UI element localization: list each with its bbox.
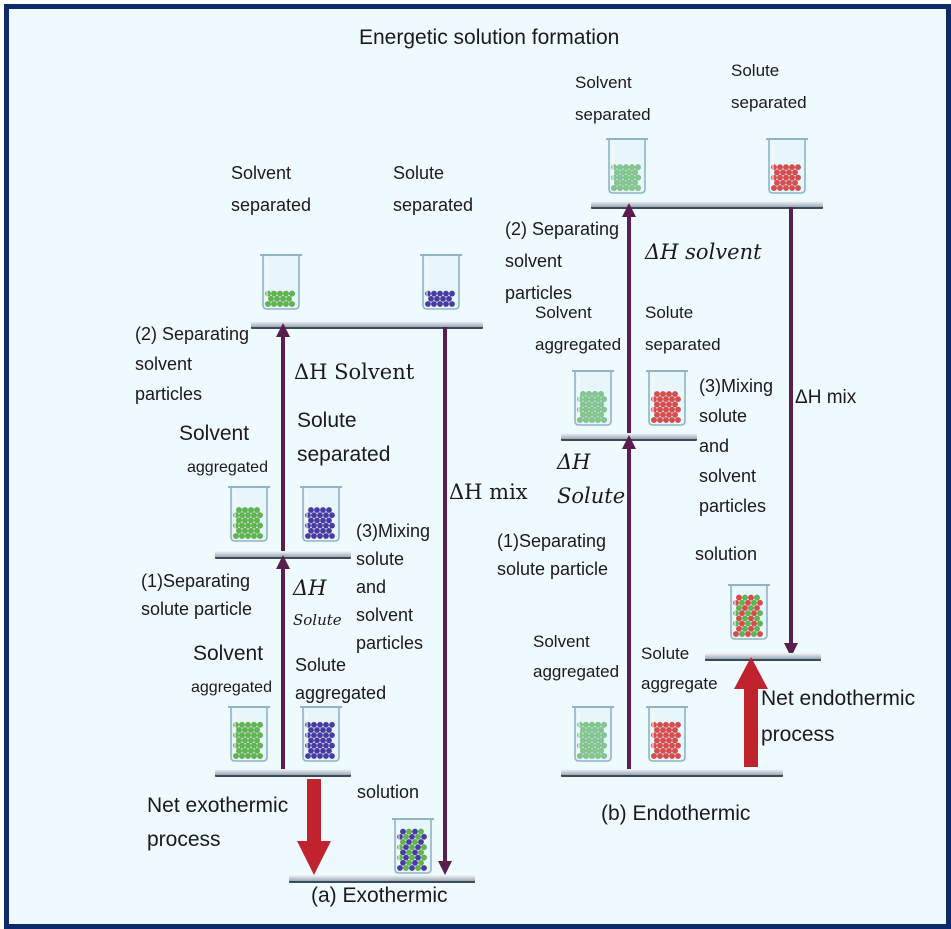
endo-bottom-solute-label: Solute aggregate <box>641 644 718 693</box>
exo-dh-solvent-label: ΔH Solvent <box>294 360 415 384</box>
exo-bottom-solute-beaker-icon <box>300 706 342 762</box>
exo-step2-label: (2) Separating solvent particles <box>135 324 250 404</box>
exo-mid-solvent-sub: aggregated <box>187 459 268 476</box>
endo-mid-solute-label: Solute separated <box>645 303 721 354</box>
endo-bottom-solvent-label: Solvent aggregated <box>533 632 620 681</box>
exo-top-solute-label: Solute separated <box>393 163 474 215</box>
exo-dh-solute-sub: Solute <box>293 611 342 629</box>
endo-mid-solute-beaker-icon <box>646 370 688 426</box>
exo-net-label: Net exothermic process <box>147 794 289 851</box>
endo-step3-label: (3)Mixing solute and solvent particles <box>699 376 774 516</box>
endo-solution-label: solution <box>695 544 758 564</box>
exo-dh-mix-label: ΔH mix <box>449 480 528 504</box>
exo-top-solvent-label: Solvent separated <box>231 163 312 215</box>
exo-dh-solute-arrow <box>276 555 290 771</box>
endo-dh-mix-label: ΔH mix <box>795 387 857 408</box>
endo-dh-solute-main: ΔH <box>557 450 591 474</box>
exo-top-solvent-beaker-icon <box>260 254 302 310</box>
exo-bottom-shelf <box>215 769 351 777</box>
exo-solution-beaker-icon <box>392 818 434 874</box>
endo-mid-solvent-label: Solvent aggregated <box>535 303 622 354</box>
exo-step1-label: (1)Separating solute particle <box>141 571 253 619</box>
endo-net-arrow <box>734 657 768 767</box>
endo-bottom-solvent-beaker-icon <box>572 706 614 762</box>
exo-caption: (a) Exothermic <box>311 884 448 907</box>
exo-net-arrow <box>297 779 331 875</box>
endo-bottom-shelf <box>561 769 783 777</box>
endo-top-solute-label: Solute separated <box>731 61 807 112</box>
endo-top-shelf <box>591 201 823 209</box>
endo-top-solute-beaker-icon <box>766 138 808 194</box>
exo-dh-solute-main: ΔH <box>293 576 327 600</box>
exo-solution-shelf <box>289 875 475 883</box>
endo-dh-solute-sub: Solute <box>557 484 626 508</box>
exo-mid-solvent-beaker-icon <box>228 486 270 542</box>
exo-top-solute-beaker-icon <box>420 254 462 310</box>
exo-dh-solvent-arrow <box>276 323 290 559</box>
exo-bottom-solvent-label: Solvent <box>193 642 264 665</box>
endo-bottom-solute-beaker-icon <box>646 706 688 762</box>
exo-bottom-solute-label: Solute aggregated <box>295 655 387 703</box>
endo-net-label: Net endothermic process <box>761 687 916 746</box>
endo-solution-beaker-icon <box>728 584 770 640</box>
endo-top-solvent-beaker-icon <box>606 138 648 194</box>
exo-solution-label: solution <box>357 782 420 802</box>
exo-dh-mix-arrow <box>438 327 452 875</box>
endo-caption: (b) Endothermic <box>601 802 751 825</box>
endo-step2-label: (2) Separating solvent particles <box>505 219 620 303</box>
exo-top-shelf <box>251 321 483 329</box>
exo-step3-label: (3)Mixing solute and solvent particles <box>356 521 431 653</box>
diagram-frame: Energetic solution formation Solvent sep… <box>4 4 951 929</box>
endo-dh-mix-arrow <box>784 207 798 657</box>
exo-bottom-solvent-beaker-icon <box>228 706 270 762</box>
endo-solution-shelf <box>705 653 821 661</box>
exo-mid-solvent-label: Solvent <box>179 422 250 445</box>
exo-mid-solute-beaker-icon <box>300 486 342 542</box>
endo-dh-solvent-label: ΔH solvent <box>645 240 762 264</box>
exo-mid-solute-label: Solute separated <box>297 409 391 466</box>
endo-step1-label: (1)Separating solute particle <box>497 531 609 579</box>
diagram-title: Energetic solution formation <box>359 26 620 49</box>
endo-dh-solvent-arrow <box>622 203 636 439</box>
endo-top-solvent-label: Solvent separated <box>575 73 651 124</box>
exo-bottom-solvent-sub: aggregated <box>191 679 272 696</box>
endo-mid-solvent-beaker-icon <box>572 370 614 426</box>
endo-dh-solute-arrow <box>622 435 636 769</box>
